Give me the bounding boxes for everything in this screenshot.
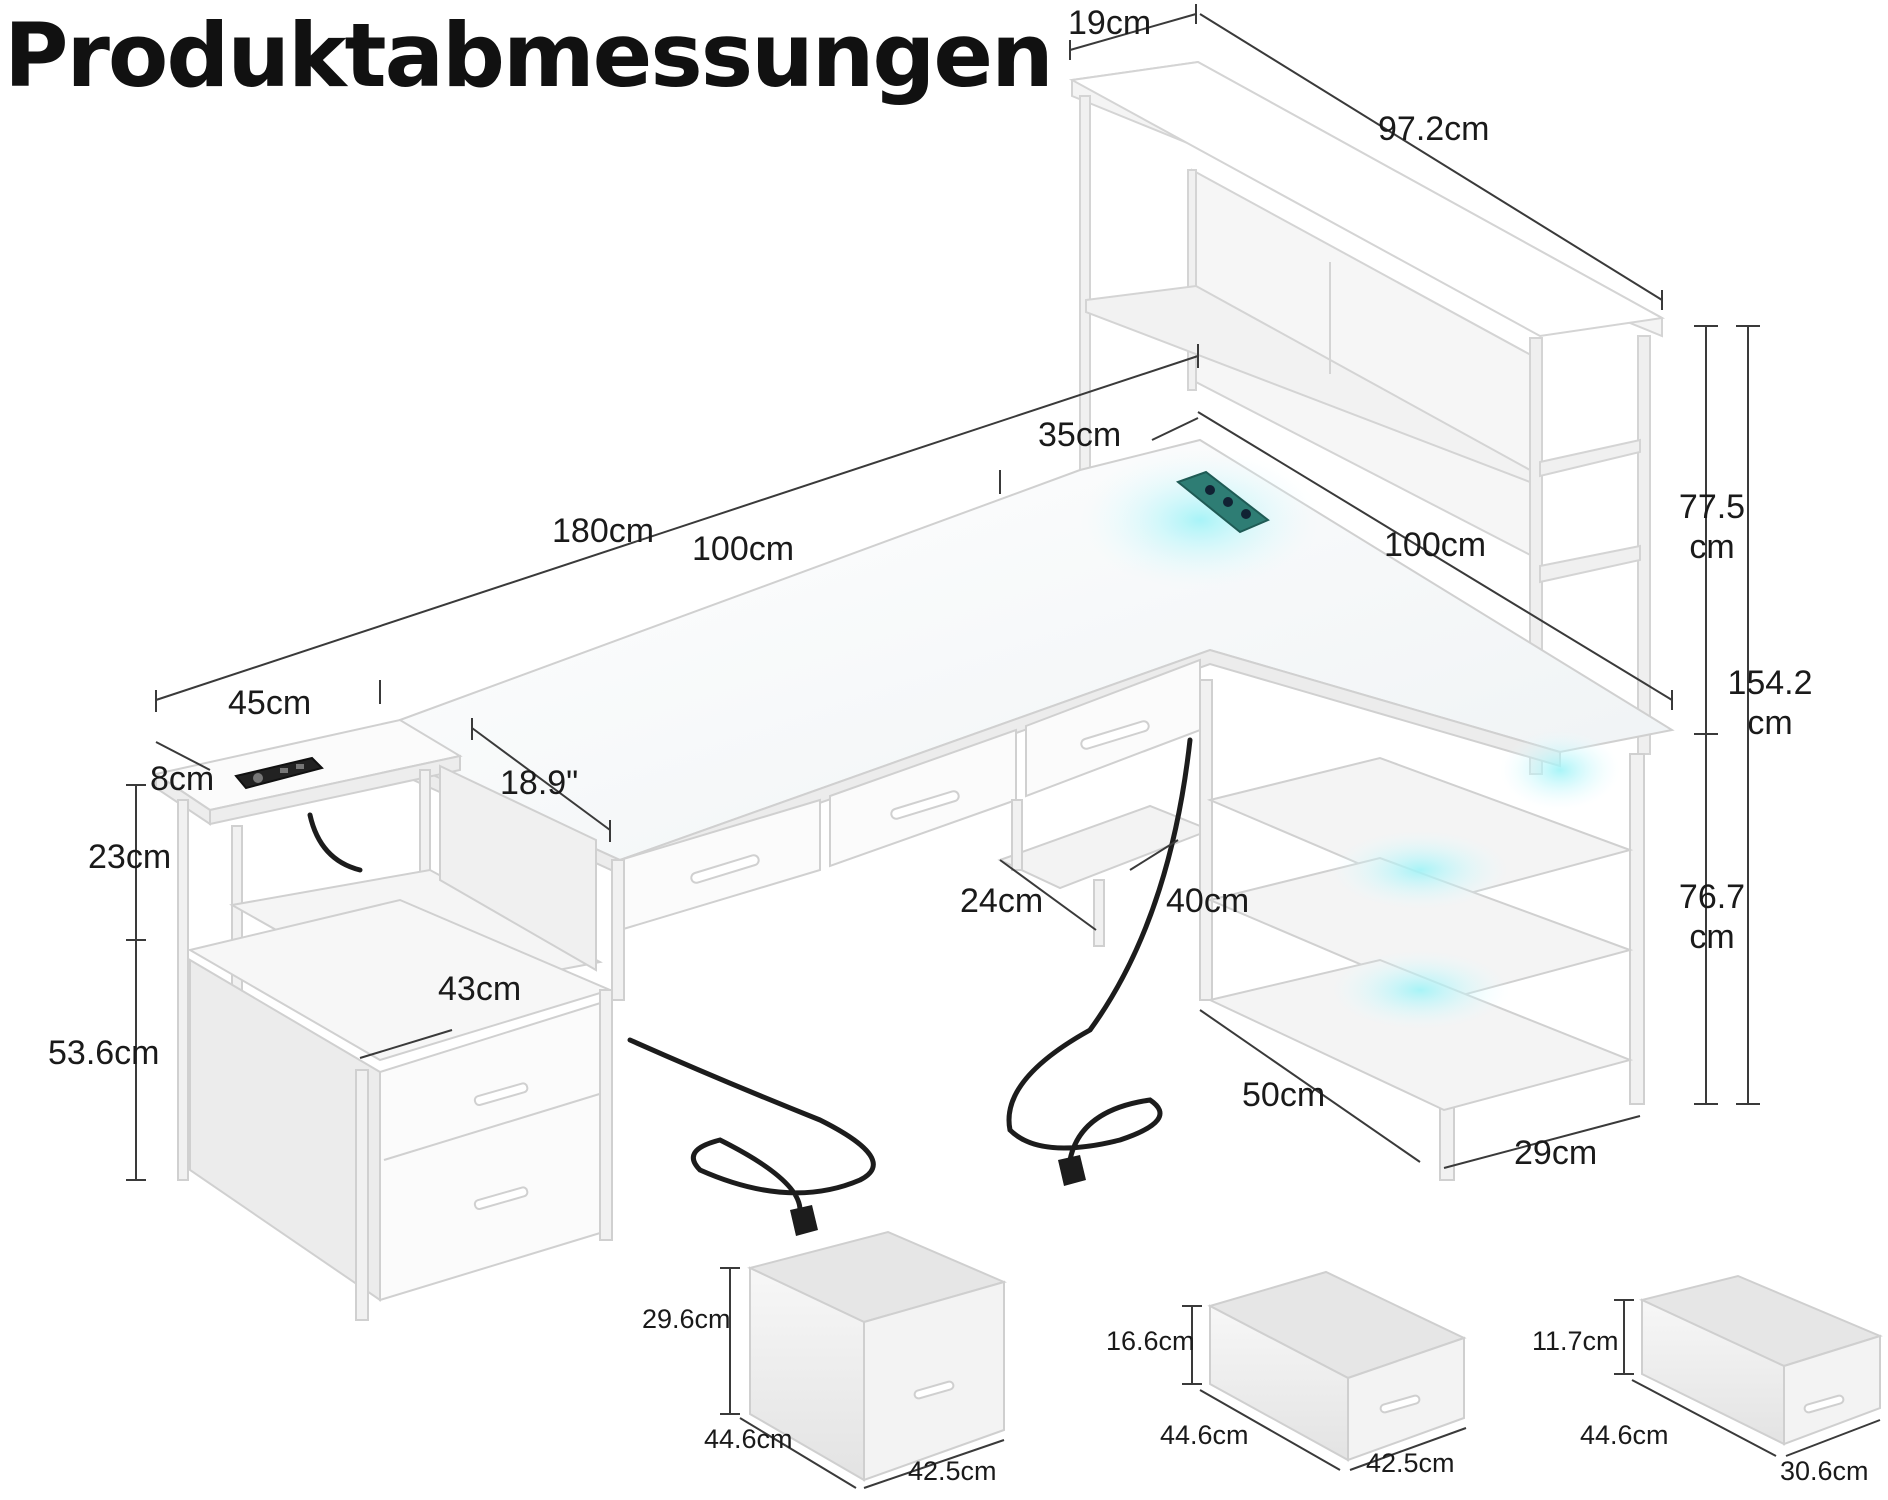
box-3-depth-label: 44.6cm [1580,1420,1669,1450]
footrest-width-label: 40cm [1166,882,1250,920]
dimension-lines [126,4,1760,1181]
shelf-unit-depth-label: 29cm [1514,1134,1598,1172]
hutch-height-label: 77.5 cm [1662,490,1762,564]
box-1-depth-label: 44.6cm [704,1424,793,1454]
box-1-width-label: 42.5cm [908,1456,997,1486]
desk-height-unit: cm [1689,918,1735,956]
return-depth-label: 35cm [1038,416,1122,454]
storage-box-3 [1639,1274,1883,1446]
desk-top [399,438,1675,876]
legroom-depth-label: 18.9" [500,764,579,802]
desk-height-label: 76.7 cm [1662,880,1762,954]
box-dimension-lines [720,1267,1881,1489]
desk-total-length-label: 180cm [552,512,655,550]
side-top-depth-label: 8cm [150,760,215,798]
return-length-label: 100cm [1384,526,1487,564]
side-power-strip [234,756,324,790]
hutch-width-label: 97.2cm [1378,110,1490,148]
side-shelf-width-label: 45cm [228,684,312,722]
power-cables [307,737,1193,1213]
file-cabinet [187,898,613,1321]
cabinet-depth-label: 43cm [438,970,522,1008]
plug-icon [790,1155,1086,1236]
side-shelf-height-label: 23cm [88,838,172,876]
desk-power-strip [1175,470,1270,534]
shelf-unit-width-label: 50cm [1242,1076,1326,1114]
storage-box-2 [1207,1270,1467,1462]
storage-box-1 [747,1230,1007,1482]
box-3-height-label: 11.7cm [1532,1326,1619,1356]
right-shelf-unit [1199,679,1645,1181]
total-height-label: 154.2 cm [1710,666,1830,740]
hutch-height-value: 77.5 [1678,488,1746,526]
hutch-height-unit: cm [1689,528,1735,566]
page-title: Produktabmessungen [4,4,1054,107]
box-3-width-label: 30.6cm [1780,1456,1869,1486]
box-1-height-label: 29.6cm [642,1304,731,1334]
footrest-depth-label: 24cm [960,882,1044,920]
total-height-unit: cm [1747,704,1793,742]
desk-drawers [611,658,1201,1001]
total-height-value: 154.2 [1727,664,1813,702]
box-2-width-label: 42.5cm [1366,1448,1455,1478]
box-2-depth-label: 44.6cm [1160,1420,1249,1450]
mesh-panel [439,764,597,972]
desk-height-value: 76.7 [1678,878,1746,916]
desk-main-length-label: 100cm [692,530,795,568]
cabinet-height-label: 53.6cm [48,1034,160,1072]
box-2-height-label: 16.6cm [1106,1326,1195,1356]
hutch-depth-label: 19cm [1068,4,1152,42]
